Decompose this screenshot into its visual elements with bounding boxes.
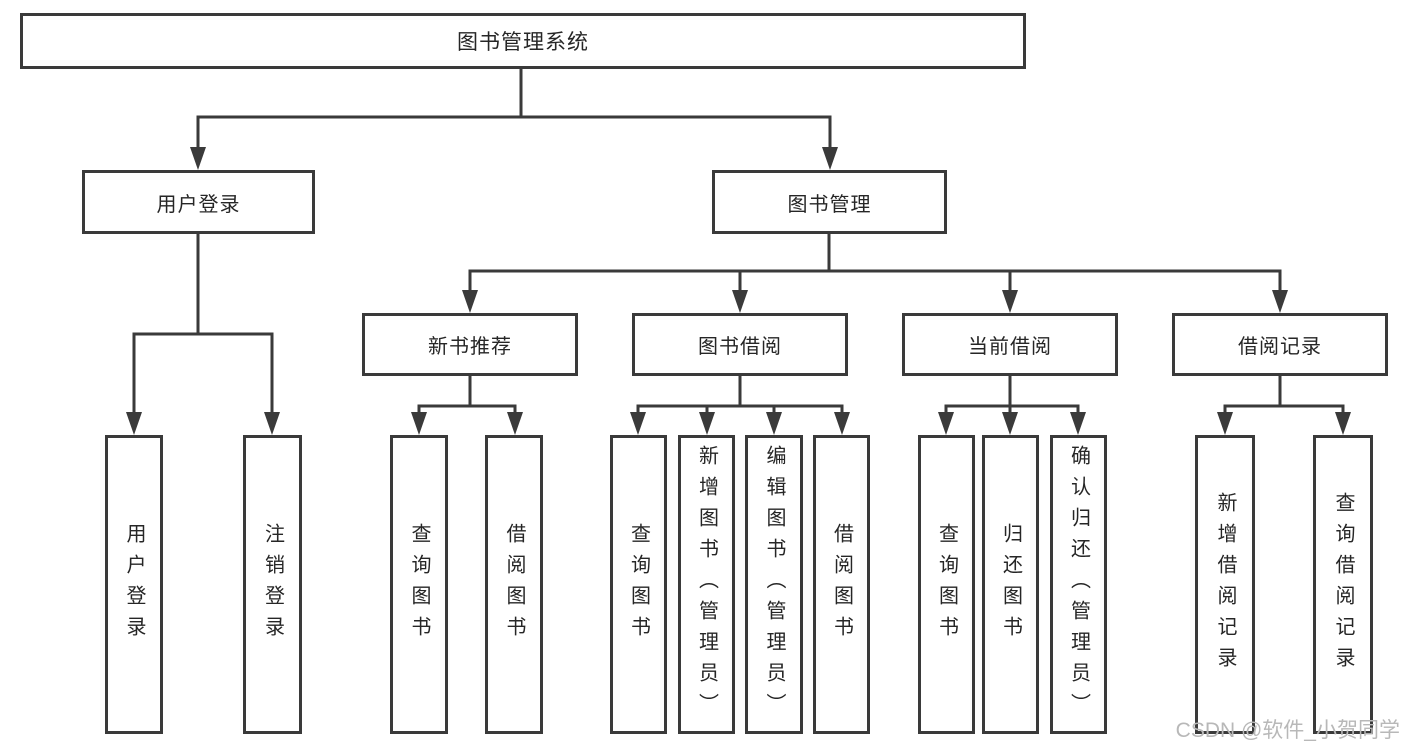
leaf-add-book-admin: 新增图书（管理员）	[678, 435, 735, 734]
node-book-borrowing: 图书借阅	[632, 313, 848, 376]
node-borrowing-records: 借阅记录	[1172, 313, 1388, 376]
node-new-book-recommendation: 新书推荐	[362, 313, 578, 376]
csdn-watermark: CSDN @软件_小贺同学	[1175, 719, 1400, 742]
leaf-confirm-return-admin: 确认归还（管理员）	[1050, 435, 1107, 734]
node-label: 查询图书	[408, 522, 430, 647]
node-label: 图书管理	[787, 193, 872, 216]
node-label: 查询图书	[935, 522, 958, 647]
node-label: 借阅记录	[1238, 336, 1322, 358]
node-label: 查询图书	[627, 522, 650, 647]
leaf-query-books-borrowing: 查询图书	[610, 435, 667, 734]
leaf-query-books-recommend: 查询图书	[390, 435, 448, 734]
node-label: 新增图书（管理员）	[695, 445, 718, 724]
node-label: 新书推荐	[428, 336, 512, 358]
node-label: 借阅图书	[503, 522, 525, 647]
leaf-borrow-books-recommend: 借阅图书	[485, 435, 543, 734]
leaf-borrow-books: 借阅图书	[813, 435, 870, 734]
leaf-query-borrow-record: 查询借阅记录	[1313, 435, 1373, 734]
node-label: 借阅图书	[830, 522, 853, 647]
node-label: 用户登录	[156, 193, 241, 216]
node-current-borrowing: 当前借阅	[902, 313, 1118, 376]
arrow-down-icons	[126, 147, 1351, 435]
node-label: 注销登录	[261, 522, 284, 647]
node-label: 图书管理系统	[457, 31, 589, 54]
leaf-user-login: 用户登录	[105, 435, 163, 734]
node-user-login-branch: 用户登录	[82, 170, 315, 234]
node-label: 归还图书	[999, 522, 1022, 647]
node-label: 新增借阅记录	[1214, 491, 1236, 678]
node-label: 确认归还（管理员）	[1067, 445, 1090, 724]
leaf-return-books: 归还图书	[982, 435, 1039, 734]
node-label: 编辑图书（管理员）	[763, 445, 785, 724]
node-label: 图书借阅	[698, 336, 782, 358]
node-library-management-system: 图书管理系统	[20, 13, 1026, 69]
leaf-query-books-current: 查询图书	[918, 435, 975, 734]
leaf-logout: 注销登录	[243, 435, 302, 734]
node-label: 用户登录	[123, 522, 145, 647]
leaf-add-borrow-record: 新增借阅记录	[1195, 435, 1255, 734]
node-book-management: 图书管理	[712, 170, 947, 234]
leaf-edit-book-admin: 编辑图书（管理员）	[745, 435, 803, 734]
node-label: 当前借阅	[968, 336, 1052, 358]
node-label: 查询借阅记录	[1332, 491, 1354, 678]
